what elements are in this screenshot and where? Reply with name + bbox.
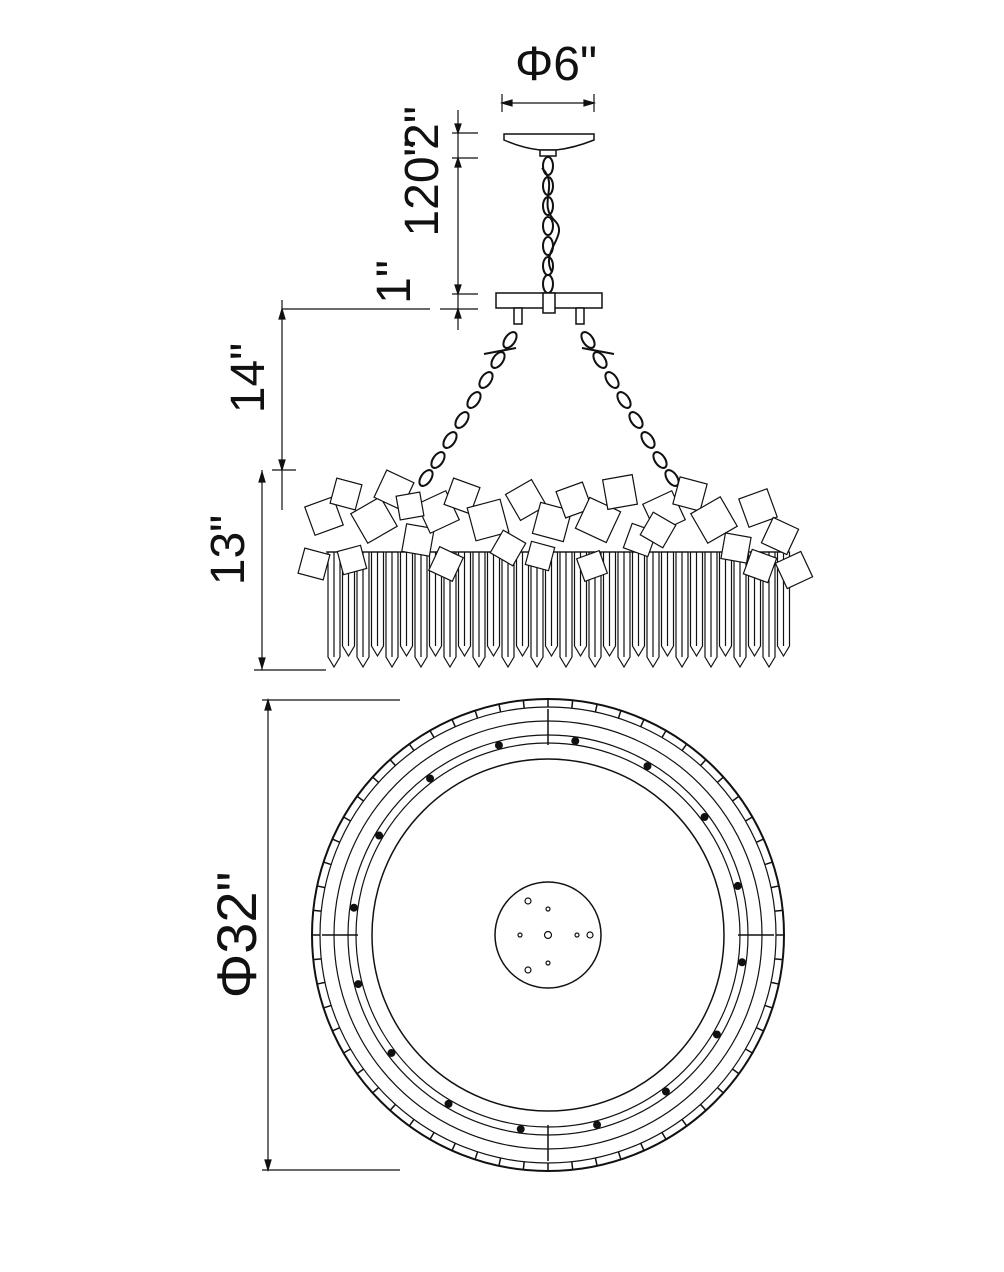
overall-diameter-label: Φ32" xyxy=(205,872,268,999)
chandelier-side-body xyxy=(297,469,814,669)
left-hanging-chain xyxy=(418,331,518,487)
canopy xyxy=(503,133,595,157)
canopy-diameter-label: Φ6" xyxy=(515,38,597,91)
canopy-height-label: 2" xyxy=(396,106,449,150)
dimension-lines xyxy=(254,94,597,1173)
mounting-plate xyxy=(495,292,603,325)
chain-length-label: 120" xyxy=(396,139,449,236)
plate-height-label: 1" xyxy=(368,260,421,304)
main-chain xyxy=(541,156,560,294)
hanging-chain-height-label: 14" xyxy=(222,343,275,413)
crystal-squares xyxy=(297,469,814,590)
center-plate xyxy=(494,881,602,989)
ring-fixing-points xyxy=(349,736,747,1134)
body-height-label: 13" xyxy=(202,515,255,585)
center-plate-holes xyxy=(517,897,594,974)
right-hanging-chain xyxy=(580,331,680,487)
crystal-prisms xyxy=(327,551,791,669)
chandelier-top-view xyxy=(311,698,785,1172)
crystal-rim xyxy=(312,699,784,1171)
